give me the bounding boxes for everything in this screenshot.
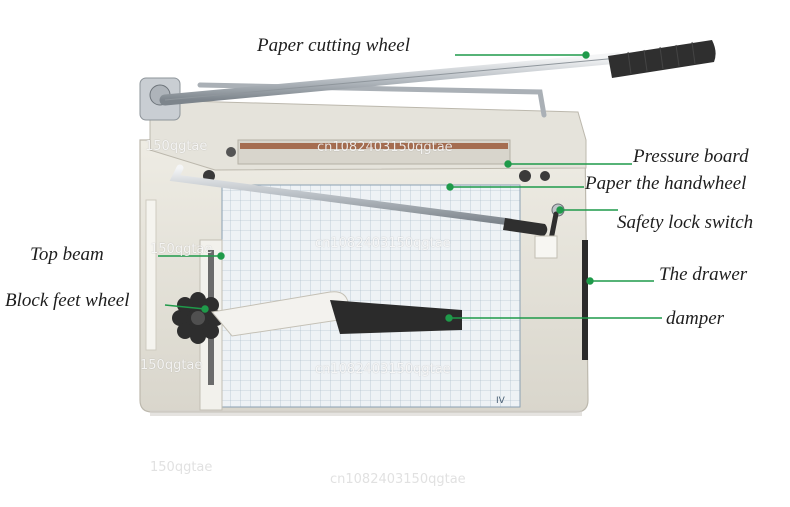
label-block-feet-wheel: Block feet wheel [5, 290, 130, 311]
watermark-1: cn1082403150qgtae [317, 140, 453, 155]
handwheel-rod [169, 164, 514, 226]
label-damper: damper [666, 308, 725, 329]
label-safety-lock-switch: Safety lock switch [617, 212, 754, 233]
label-pressure-board: Pressure board [633, 146, 749, 167]
label-paper-handwheel: Paper the handwheel [585, 173, 747, 194]
leader-lines [158, 51, 662, 322]
drawer [582, 240, 588, 360]
handwheel-grip [503, 218, 548, 236]
watermark-4: 150qgtae [145, 139, 208, 154]
watermark-8: cn1082403150qgtae [330, 472, 466, 487]
watermark-7: 150qgtae [150, 460, 213, 475]
watermark-5: 150qgtae [150, 242, 213, 257]
label-the-drawer: The drawer [659, 264, 748, 285]
watermark-2: cn1082403150qgtae [315, 236, 451, 251]
label-paper-cutting-wheel: Paper cutting wheel [257, 35, 411, 56]
ruler-roman: IV [496, 396, 506, 406]
watermark-3: cn1082403150qgtae [315, 362, 451, 377]
damper-bar [330, 300, 462, 334]
watermark-6: 150qgtae [140, 358, 203, 373]
label-top-beam: Top beam [30, 244, 104, 265]
